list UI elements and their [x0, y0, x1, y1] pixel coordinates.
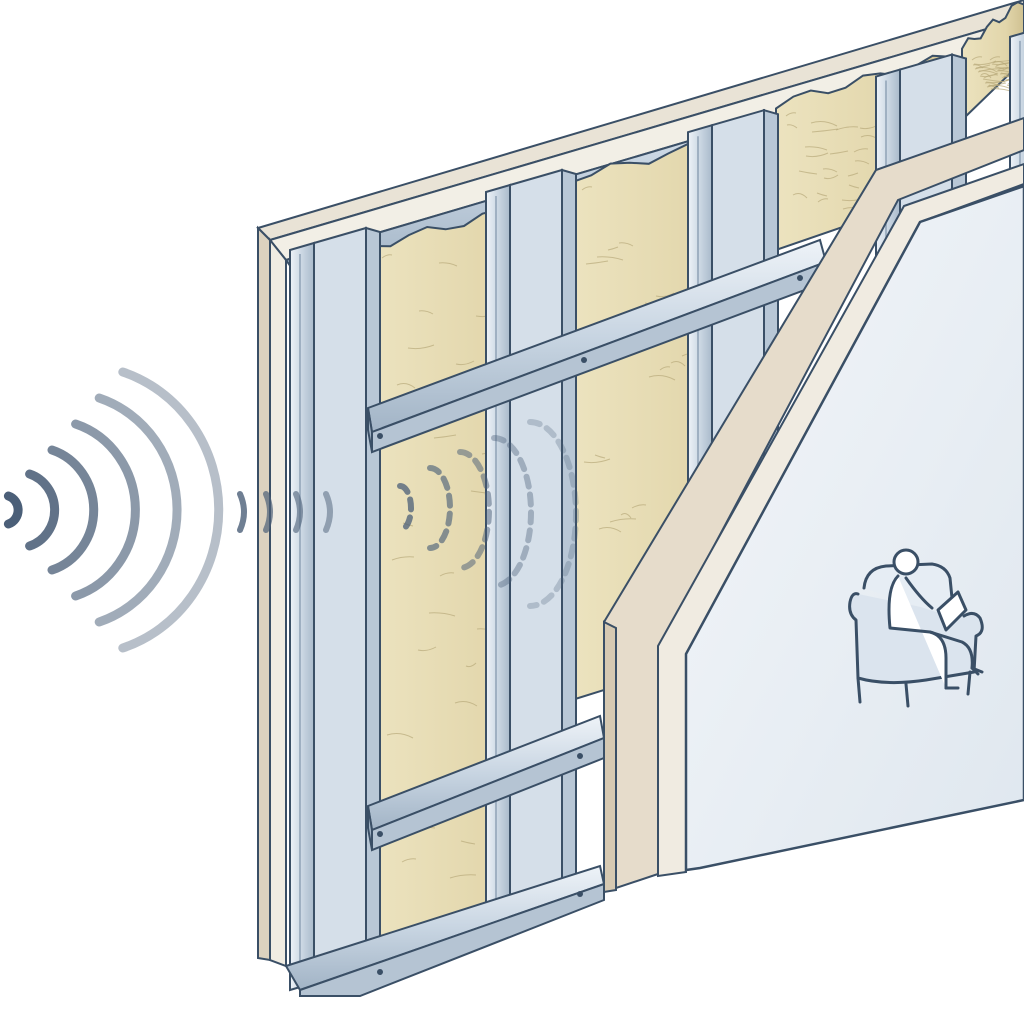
metal-stud-1 — [290, 228, 380, 990]
